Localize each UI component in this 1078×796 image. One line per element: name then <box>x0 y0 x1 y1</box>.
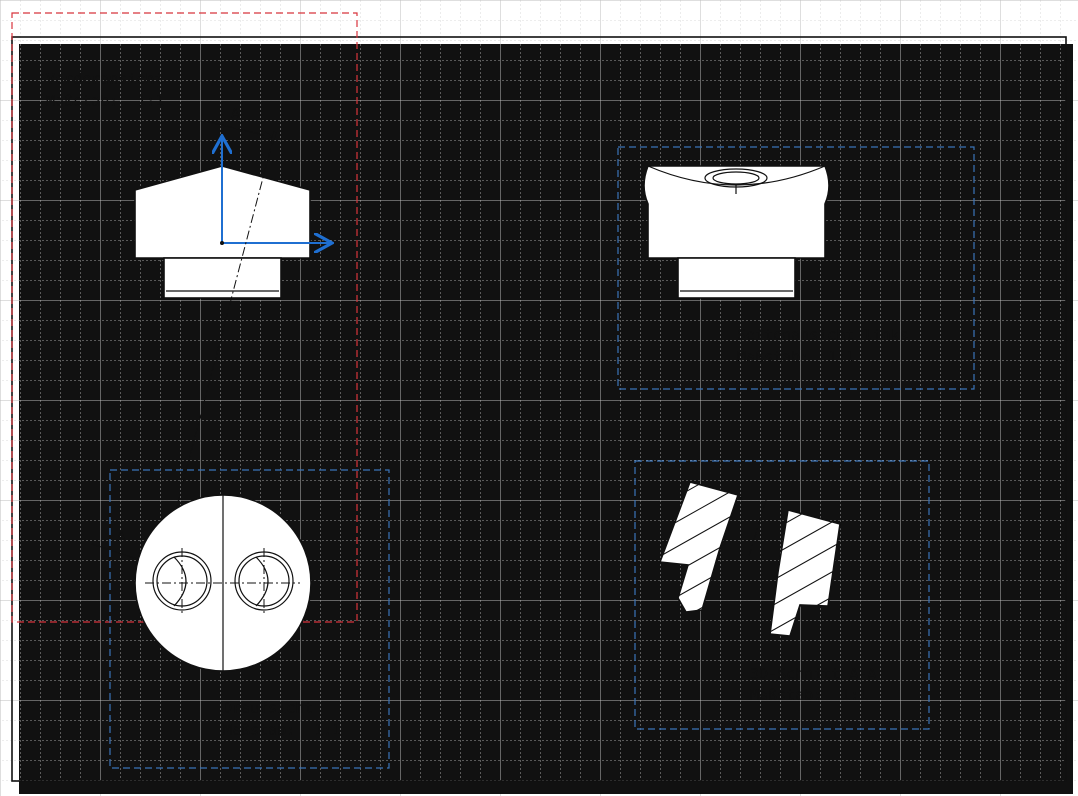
front-view-scale-label: Maßstab: <box>46 92 118 110</box>
top-view-scale-label: Maßstab: <box>223 721 295 739</box>
drawing-sheet[interactable] <box>11 36 1067 782</box>
side-view-scale-label: Maßstab: <box>737 348 809 366</box>
section-view-cut-line <box>748 499 767 557</box>
front-view-scale: Maßstab: 1:1 <box>46 92 164 110</box>
section-piece-right[interactable] <box>769 508 841 637</box>
section-arrow-top <box>204 120 273 140</box>
section-marker-a-bottom: A <box>117 529 126 545</box>
origin-point <box>220 241 224 245</box>
side-view-scale-value: 1:1 <box>828 348 855 366</box>
top-view-hole-right-arc <box>255 556 269 607</box>
side-view-scale: Maßstab: 1:1 <box>737 348 855 366</box>
section-view-scale-label: Maßstab: <box>750 686 822 704</box>
side-view-title: Seitenansicht links <box>737 326 909 344</box>
section-view-frame[interactable] <box>634 460 930 730</box>
side-view-stem[interactable] <box>677 257 796 299</box>
front-view-title: Vorderansicht <box>46 70 163 88</box>
top-view-frame[interactable] <box>109 469 390 769</box>
top-view[interactable]: Draufsicht Maßstab: 1:1 <box>109 469 390 769</box>
side-view-frame[interactable] <box>617 146 975 390</box>
top-view-title: Draufsicht <box>223 699 313 717</box>
section-piece-left-edge <box>739 496 743 501</box>
section-view-scale-value: 1:1 <box>841 686 868 704</box>
top-view-hole-left-arc <box>173 556 187 607</box>
side-view-body[interactable] <box>643 165 830 259</box>
section-end-top <box>270 131 277 144</box>
section-piece-left[interactable] <box>658 481 740 613</box>
front-view-scale-value: 1:1 <box>137 92 164 110</box>
section-cut-line[interactable] <box>159 131 276 571</box>
front-view[interactable]: Vorderansicht Maßstab: 1:1 <box>11 12 358 623</box>
top-view-scale: Maßstab: 1:1 <box>223 721 341 739</box>
section-view-scale: Maßstab: 1:1 <box>750 686 868 704</box>
side-view[interactable]: Seitenansicht links Maßstab: 1:1 <box>617 146 975 390</box>
top-view-scale-value: 1:1 <box>314 721 341 739</box>
section-view-title: 3D-Schnitt A-A <box>750 665 876 683</box>
section-marker-a-top: A <box>231 106 240 122</box>
front-view-stem[interactable] <box>163 257 282 299</box>
